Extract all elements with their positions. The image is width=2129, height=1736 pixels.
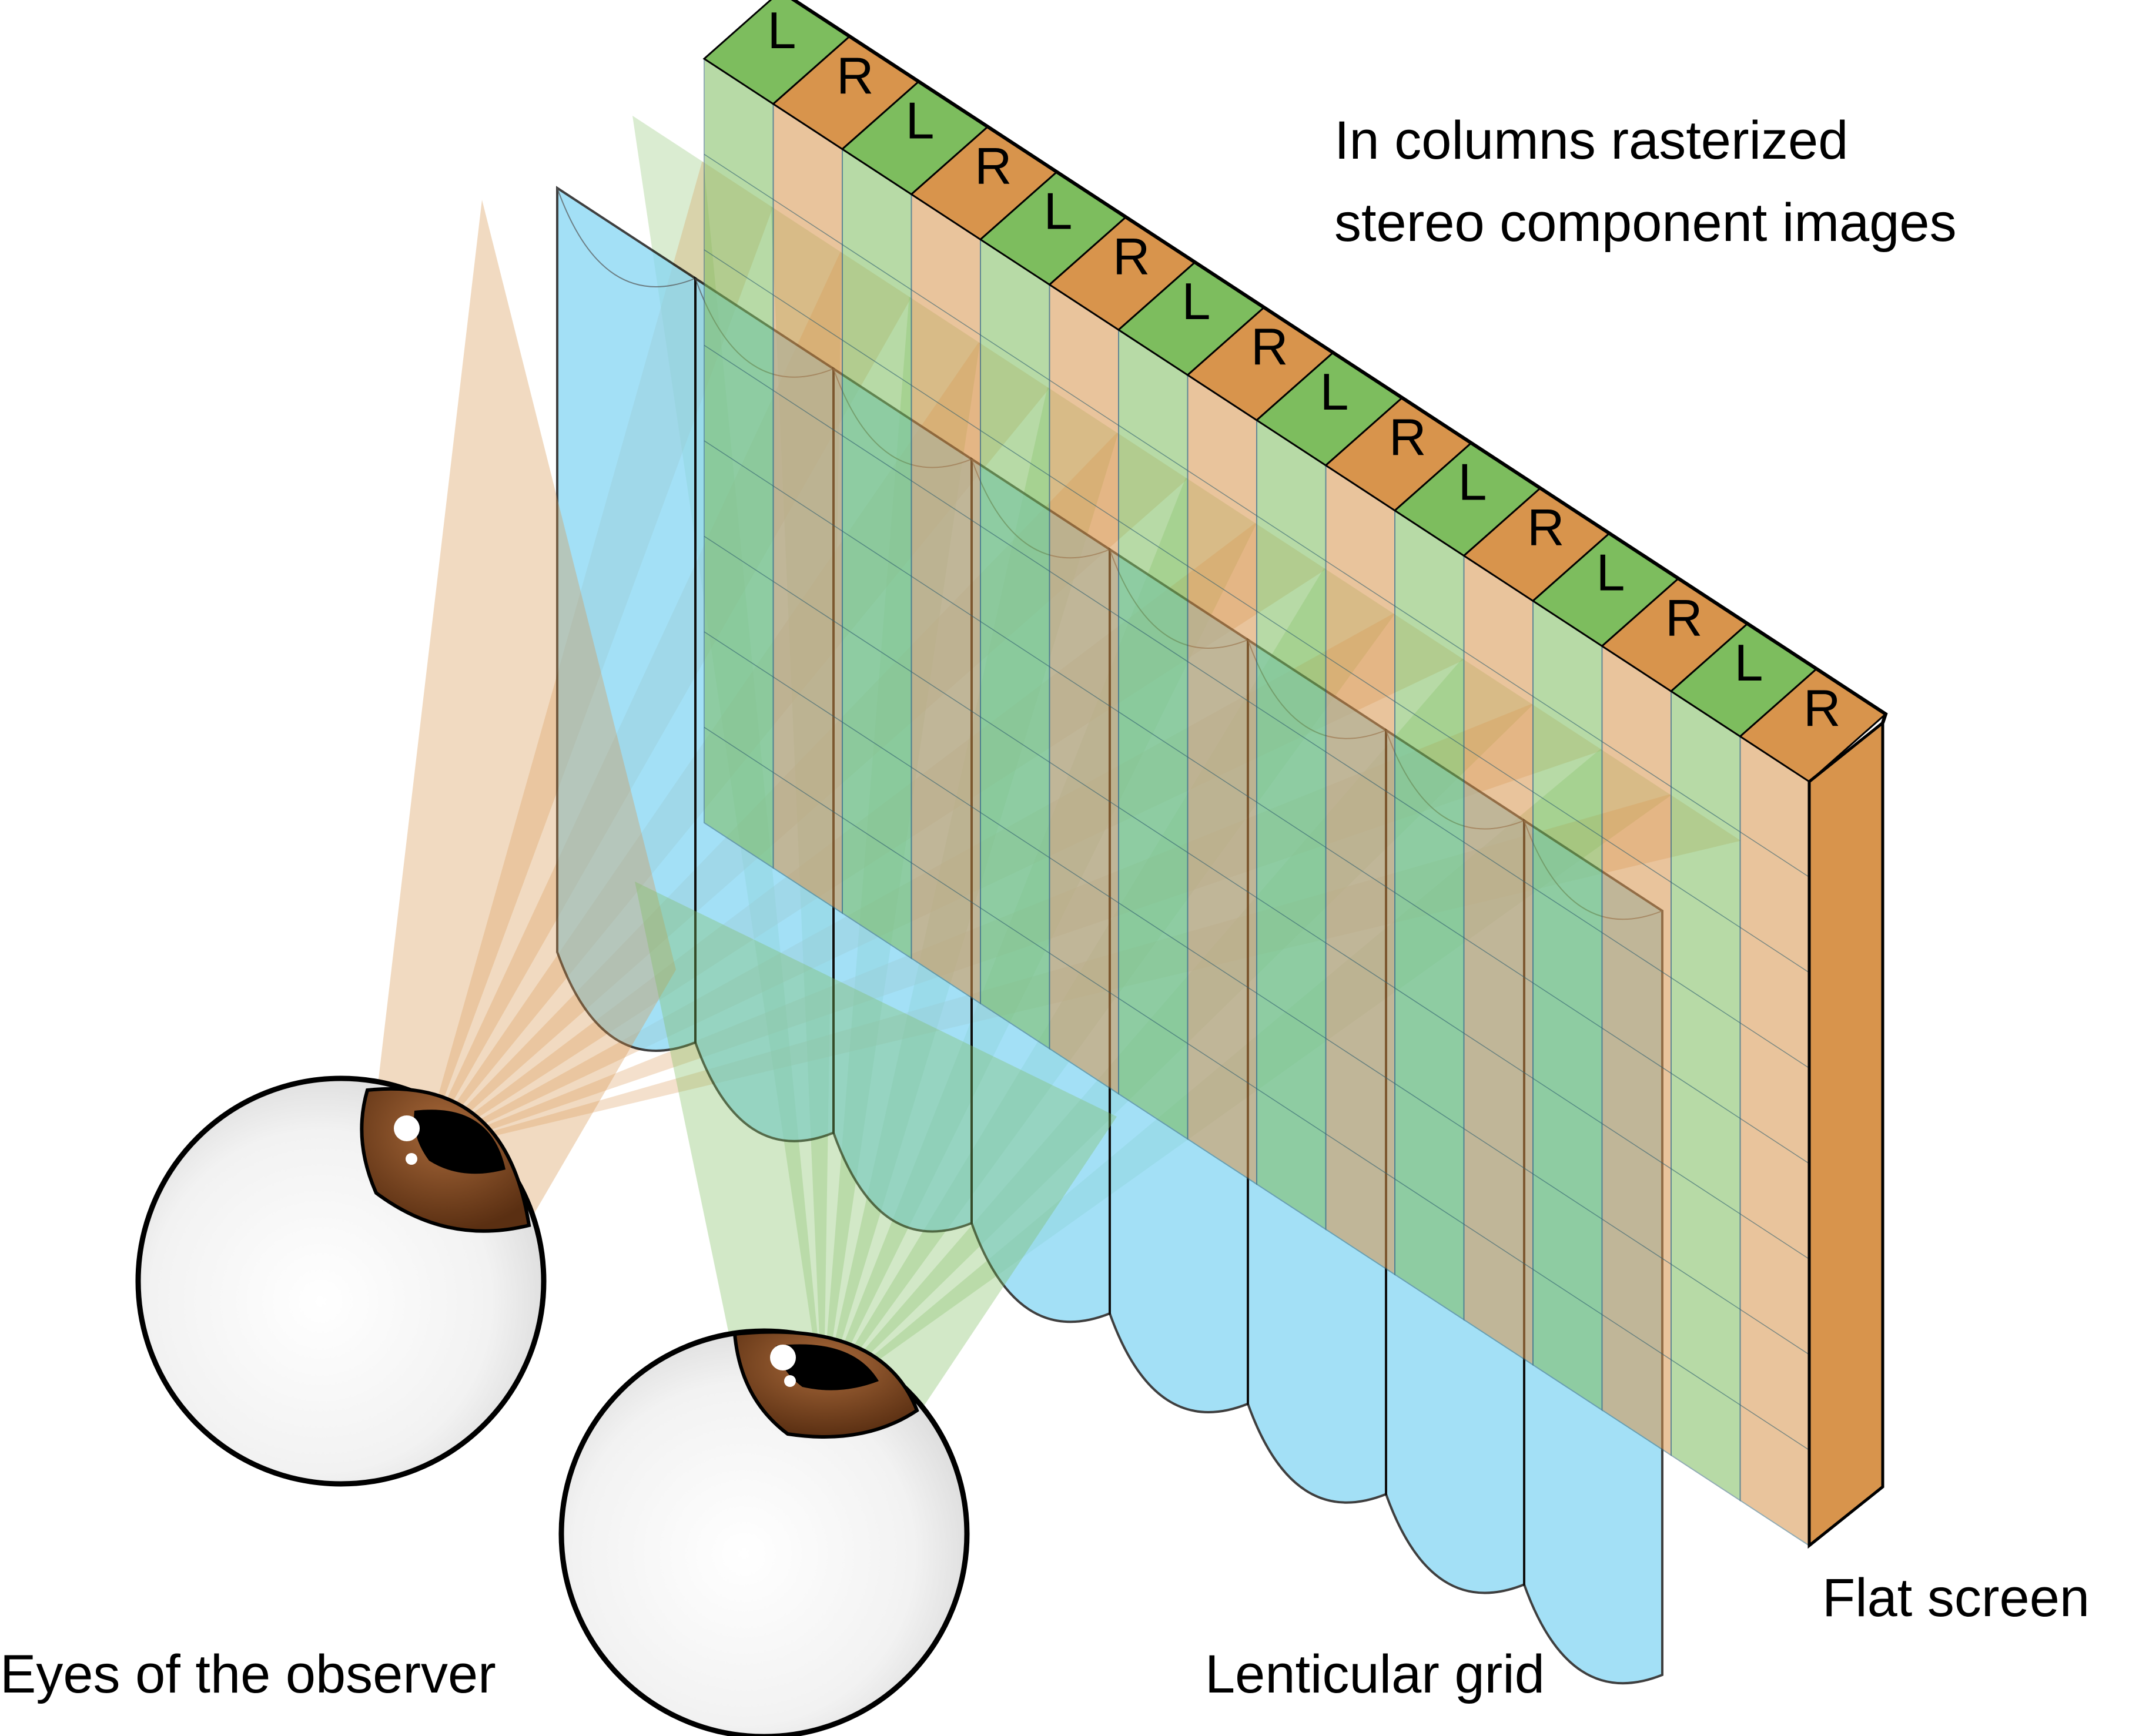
screen-grid-line: [704, 249, 1810, 973]
right-eye-ray-bundle: [635, 882, 1117, 1416]
front-ray-fans: [376, 200, 1117, 1416]
column-label-13: R: [1665, 588, 1703, 646]
column-label-12: L: [1596, 543, 1625, 601]
column-label-7: R: [1251, 317, 1288, 376]
screen-label: Flat screen: [1822, 1568, 2090, 1628]
column-label-4: L: [1044, 182, 1073, 240]
left-eye-ray-bundle: [376, 200, 676, 1222]
eyes-label: Eyes of the observer: [0, 1644, 496, 1704]
title-line-2: stereo component images: [1334, 193, 1957, 253]
lens-cylinder-0: [556, 186, 697, 1052]
column-label-2: L: [906, 92, 935, 150]
left-eye-icon: [135, 1075, 547, 1487]
screen-grid-line: [704, 726, 1810, 1451]
column-label-3: R: [975, 137, 1012, 195]
screen-grid-line: [704, 535, 1810, 1260]
column-label-10: L: [1458, 453, 1487, 511]
column-label-14: L: [1735, 634, 1763, 692]
right-eye-icon: [558, 1328, 970, 1736]
column-label-9: R: [1389, 408, 1427, 466]
column-label-6: L: [1182, 272, 1211, 330]
lens-top-arc-0: [557, 187, 696, 287]
column-label-0: L: [768, 1, 796, 59]
title-line-1: In columns rasterized: [1334, 110, 1848, 170]
column-label-5: R: [1113, 227, 1150, 285]
screen-grid-line: [704, 153, 1810, 878]
column-label-11: R: [1527, 498, 1565, 557]
flat-screen: [702, 0, 1888, 1549]
column-label-8: L: [1320, 363, 1349, 421]
column-label-15: R: [1803, 679, 1841, 737]
screen-grid-line: [704, 344, 1810, 1069]
screen-grid-line: [704, 440, 1810, 1164]
screen-outline: [791, 0, 1888, 723]
screen-side: [1807, 719, 1884, 1549]
screen-grid-line: [704, 631, 1810, 1355]
column-label-1: R: [836, 46, 874, 105]
lens-label: Lenticular grid: [1205, 1644, 1545, 1704]
